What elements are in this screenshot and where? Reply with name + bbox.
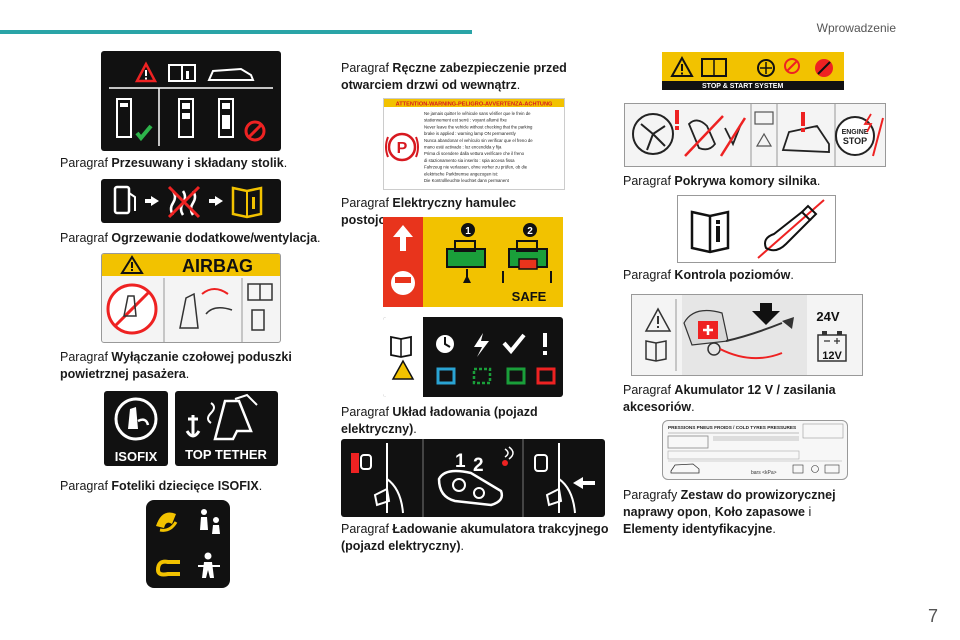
safe-text: SAFE bbox=[512, 289, 547, 304]
label-airbag-image: AIRBAG bbox=[101, 253, 281, 343]
caption-traction-battery: Paragraf Ładowanie akumulatora trakcyjne… bbox=[341, 522, 609, 553]
p-letter: P bbox=[397, 140, 408, 157]
label-tyre-pressure-image: PRESSIONS PNEUS FROIDS / COLD TYRES PRES… bbox=[662, 420, 848, 480]
volt-24: 24V bbox=[816, 309, 839, 324]
warning-line: mano esté activado : luz encendida y fij… bbox=[424, 145, 502, 150]
page-number: 7 bbox=[927, 606, 938, 626]
caption-table: Paragraf Przesuwany i składany stolik. bbox=[60, 156, 288, 170]
caption-tyres: Paragrafy Zestaw do prowizorycznej napra… bbox=[623, 488, 836, 536]
warning-line: Ne jamais quitter le véhicule sans vérif… bbox=[424, 111, 531, 116]
warning-line: di stazionamento sia inserito : spia acc… bbox=[424, 158, 515, 163]
header-accent-bar bbox=[0, 30, 472, 34]
caption-charging-system: Paragraf Układ ładowania (pojazd elektry… bbox=[341, 405, 538, 436]
warning-line: stationnement est serré : voyant allumé … bbox=[424, 118, 507, 123]
warning-line: Prima di scendere dalla vettura verifica… bbox=[424, 151, 525, 156]
warning-line: Nunca abandonar el vehículo sin verifica… bbox=[424, 138, 533, 143]
caption-heater: Paragraf Ogrzewanie dodatkowe/wentylacja… bbox=[60, 231, 321, 245]
caption-levels: Paragraf Kontrola poziomów. bbox=[623, 268, 794, 282]
label-charging-safe-image: 1 2 SAFE bbox=[383, 217, 563, 307]
num-1: 1 bbox=[465, 226, 471, 237]
caption-battery: Paragraf Akumulator 12 V / zasilania akc… bbox=[623, 383, 836, 414]
airbag-title: AIRBAG bbox=[182, 256, 253, 276]
stop-start-text: STOP & START SYSTEM bbox=[702, 83, 783, 90]
top-tether-text: TOP TETHER bbox=[185, 447, 267, 462]
label-battery-12v-image: 24V 12V bbox=[631, 294, 863, 376]
label-child-safety-image bbox=[146, 500, 230, 588]
volt-12: 12V bbox=[822, 350, 842, 362]
tyre-title: PRESSIONS PNEUS FROIDS / COLD TYRES PRES… bbox=[668, 425, 796, 430]
label-charging-status-image bbox=[383, 317, 563, 397]
warning-line: brake is applied : warning lamp ON perma… bbox=[424, 131, 517, 136]
label-parking-brake-image: ATTENTION-WARNING-PELIGRO-AVVERTENZA-ACH… bbox=[383, 98, 565, 190]
stop-text: STOP bbox=[843, 136, 867, 146]
label-engine-bonnet-image: ENGINE STOP bbox=[624, 103, 886, 167]
caption-bonnet: Paragraf Pokrywa komory silnika. bbox=[623, 174, 821, 188]
label-stop-start-image: STOP & START SYSTEM bbox=[662, 52, 844, 90]
warning-line: Never leave the vehicle without checking… bbox=[424, 124, 533, 129]
tyre-units: bars <kPa> bbox=[751, 470, 777, 476]
label-top-tether-image: TOP TETHER bbox=[175, 391, 278, 466]
caption-door-lock: Paragraf Ręczne zabezpieczenie przed otw… bbox=[341, 61, 567, 92]
engine-text: ENGINE bbox=[842, 129, 869, 136]
label-levels-image bbox=[677, 195, 836, 263]
warning-line: elektrische Parkbremse angezogen ist: bbox=[424, 171, 498, 176]
label-table-image bbox=[101, 51, 281, 151]
num-2: 2 bbox=[527, 226, 533, 237]
section-title: Wprowadzenie bbox=[816, 21, 896, 35]
key-step-1: 1 bbox=[455, 451, 466, 472]
warning-line: Die Kontrollleuchte leuchtet dann perman… bbox=[424, 178, 510, 183]
isofix-text: ISOFIX bbox=[115, 449, 158, 464]
caption-airbag: Paragraf Wyłączanie czołowej poduszki po… bbox=[60, 350, 292, 381]
key-step-2: 2 bbox=[473, 455, 484, 476]
label-charging-key-image: 1 2 bbox=[341, 439, 605, 517]
warning-banner: ATTENTION-WARNING-PELIGRO-AVVERTENZA-ACH… bbox=[396, 102, 553, 108]
label-isofix-image: ISOFIX bbox=[104, 391, 168, 466]
caption-isofix: Paragraf Foteliki dziecięce ISOFIX. bbox=[60, 479, 263, 493]
warning-line: Fahrzeug nie verlassen, ohne vorher zu p… bbox=[424, 165, 528, 170]
label-heater-image bbox=[101, 179, 281, 223]
